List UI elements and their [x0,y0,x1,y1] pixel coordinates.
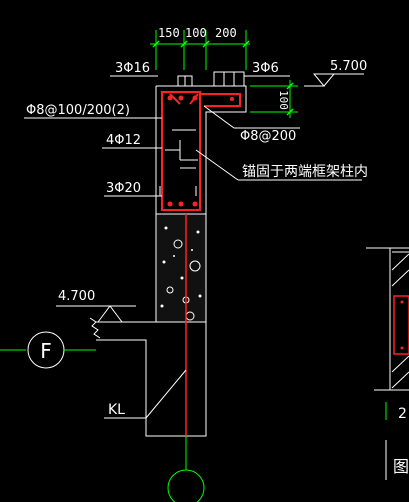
top-dimension: 150 100 200 [150,26,250,70]
elevation-lower: 4.700 [56,289,156,323]
grid-axis-label: F [40,339,52,363]
stirrups [161,91,241,211]
kl-label-group: KL [104,369,187,419]
concrete-section [155,213,207,323]
dim-100-vertical: 100 [277,90,290,110]
inner-marks [159,129,198,196]
label-stirrup-right: Φ8@200 [240,129,296,144]
elevation-top: 100 5.700 [250,59,367,118]
label-top-right-bars: 3Φ6 [252,61,279,76]
axis-line [167,436,205,502]
label-stirrup-left: Φ8@100/200(2) [26,103,130,118]
label-top-left-bars: 3Φ16 [115,61,150,76]
dim-200: 200 [215,26,237,40]
right-partial-detail: 2 图 [366,247,409,480]
grid-bubble-f: F [0,331,96,369]
beam-label: KL [108,402,125,418]
right-labels: 3Φ6 Φ8@200 锚固于两端框架柱内 [195,61,368,181]
dim-150: 150 [158,26,180,40]
dim-100: 100 [185,26,207,40]
elevation-top-label: 5.700 [330,59,367,74]
elevation-lower-label: 4.700 [58,289,95,304]
lower-structure [89,317,207,437]
right-partial-text-1: 2 [398,406,407,422]
label-anchor-note: 锚固于两端框架柱内 [242,164,368,180]
label-bottom-bars: 3Φ20 [106,181,141,196]
right-partial-text-2: 图 [393,457,409,476]
left-labels: 3Φ16 Φ8@100/200(2) 4Φ12 3Φ20 [24,61,162,197]
label-side-bars: 4Φ12 [106,133,141,148]
